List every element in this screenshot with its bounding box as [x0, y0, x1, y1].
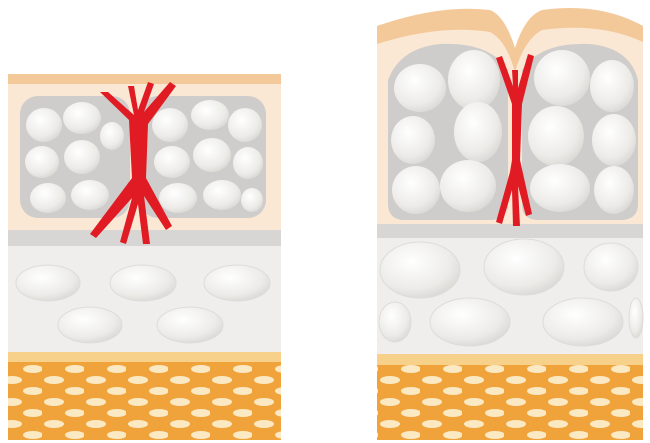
fat-cell: [193, 138, 231, 172]
fat-cell: [157, 307, 223, 343]
fat-cell: [152, 108, 188, 142]
fat-cell: [379, 302, 411, 342]
fat-cell: [64, 140, 100, 174]
fat-cell: [530, 164, 590, 212]
panel-left-smooth-skin: [8, 74, 281, 440]
fat-cell: [233, 147, 263, 179]
fat-cell: [430, 298, 510, 346]
fat-cell: [241, 188, 263, 212]
fat-cell: [16, 265, 80, 301]
panel-right-cellulite-skin: [377, 8, 643, 440]
fat-cell: [590, 60, 634, 112]
fat-cell: [30, 183, 66, 213]
fat-cell: [629, 298, 643, 338]
skin-surface: [8, 74, 281, 84]
fat-cell: [203, 180, 241, 210]
muscle-top-band: [8, 352, 281, 362]
fat-cell: [454, 102, 502, 162]
fat-cell: [58, 307, 122, 343]
muscle-layer: [377, 353, 643, 440]
fat-cell: [100, 122, 124, 150]
fat-cell: [191, 100, 229, 130]
fat-cell: [71, 180, 109, 210]
fat-cell: [26, 108, 62, 142]
fat-cell: [159, 183, 197, 213]
fascia-band: [377, 222, 643, 238]
fat-cell: [440, 160, 496, 212]
fat-cell: [543, 298, 623, 346]
fat-cell: [394, 64, 446, 112]
fat-cell: [484, 239, 564, 295]
fat-cell: [204, 265, 270, 301]
fat-cell: [392, 166, 440, 214]
fat-cell: [154, 146, 190, 178]
fat-cell: [63, 102, 101, 134]
fat-cell: [25, 146, 59, 178]
fat-cell: [380, 242, 460, 298]
fat-cell: [584, 243, 638, 291]
fat-cell: [448, 50, 500, 110]
fat-cell: [528, 106, 584, 166]
fat-cell: [594, 166, 634, 214]
fat-cell: [110, 265, 176, 301]
muscle-layer: [8, 352, 281, 440]
fat-cell: [228, 108, 262, 142]
fat-cell: [592, 114, 636, 166]
fat-cell: [534, 50, 590, 106]
muscle-top-band: [377, 353, 643, 365]
fat-cell: [391, 116, 435, 164]
